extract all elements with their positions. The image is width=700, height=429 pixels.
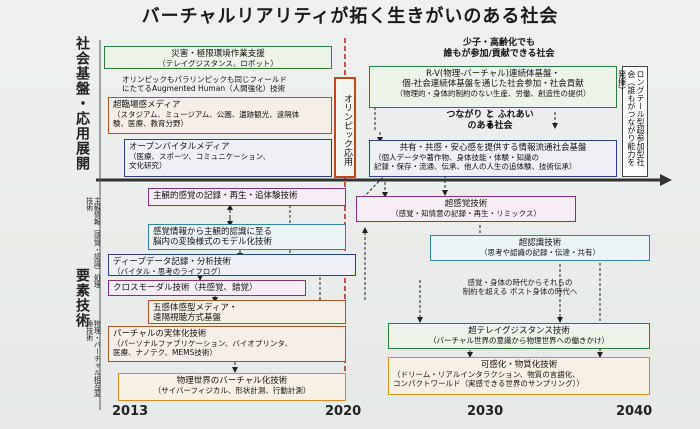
- page-title: バーチャルリアリティが拓く生きがいのある社会: [141, 6, 559, 27]
- box-rv-continuum: R-V(物理-バーチャル)連続体基盤・個-社会連続体基盤を通じた社会参加・社会貢…: [369, 66, 617, 108]
- box-subjective-sense-record: 主観的感覚の記録・再生・追体験技術: [148, 188, 346, 206]
- box-ultra-reality-media: 超臨場感メディア（スタジアム、ミュージアム、公園、遺跡観光、遠隔体験、医療、教育…: [108, 97, 332, 134]
- year-2030: 2030: [467, 404, 504, 419]
- box-physical-virtualization: 物理世界のバーチャル化技術（サイバーフィジカル、形状計測、行動計測）: [118, 373, 346, 401]
- box-open-vital-media: オープンバイタルメディア（医療、スポーツ、コミュニケーション、文化研究）: [124, 139, 332, 177]
- society-goal-connection: つながり と ふれあいのある社会: [446, 110, 534, 131]
- box-augmented-human: オリンピックもパラリンピックも同じフィールドにたてるAugmented Huma…: [122, 75, 287, 93]
- box-super-telexistence: 超テレイグジスタンス技術（バーチャル世界の意識から物理世界への働きかけ）: [388, 323, 650, 349]
- time-axis-arrowhead: [660, 174, 672, 186]
- era-note: 感覚・身体の時代からそれらの制約を超える ポスト身体の時代へ: [462, 278, 578, 297]
- olympic-application-box: オリンピック応用: [334, 77, 356, 178]
- box-sensorization-materialization: 可感化・物質化技術（ドリーム・リアルインタラクション、物質の言語化、コンパクトワ…: [388, 357, 650, 395]
- side-label-sense: 主観情報（感覚・認識）処理技術: [85, 197, 102, 288]
- box-super-cognition-tech: 超認識技術（思考や認識の記録・伝達・共有）: [430, 235, 650, 261]
- axis-label-social: 社会基盤・応用展開: [74, 36, 90, 171]
- box-crossmodal-tech: クロスモーダル技術（共感覚、錯覚）: [108, 280, 306, 296]
- axis-label-element-tech: 要素技術: [74, 268, 90, 328]
- box-information-infrastructure: 共有・共感・安心感を提供する情報流通社会基盤（個人データや著作物、身体技能・体験…: [369, 140, 617, 177]
- society-goal-participation: 少子・高齢化でも誰もが参加/貢献できる社会: [443, 38, 555, 59]
- box-deep-data-tech: ディープデータ記録・分析技術（バイタル・思考のライフログ）: [108, 254, 356, 276]
- side-label-physical: 物理・バーチャル相互変換技術: [85, 320, 102, 397]
- box-five-sense-media: 五感体感型メディア・遠隔視聴方式基盤: [148, 300, 346, 324]
- year-2013: 2013: [112, 404, 149, 419]
- year-2040: 2040: [616, 404, 653, 419]
- box-disaster-support: 災害・極限環境作業支援（テレイグジスタンス、ロボット）: [104, 46, 332, 69]
- box-brain-model-tech: 感覚情報から主観的認識に至る脳内の変換様式のモデル化技術: [148, 224, 346, 250]
- box-virtual-materialization: パーチャルの実体化技術（パーソナルファブリケーション、バイオプリンタ、医療、ナノ…: [108, 326, 346, 362]
- longtail-society-box: ロングテール型超参加型社会（誰もがつながり能力を発揮）: [618, 66, 648, 177]
- year-2020: 2020: [325, 404, 362, 419]
- box-super-sensory-tech: 超感覚技術（感覚・知情意の記録・再生・リミックス）: [356, 196, 576, 222]
